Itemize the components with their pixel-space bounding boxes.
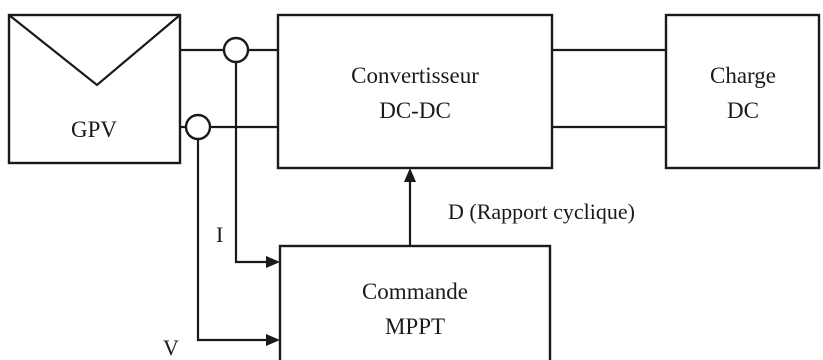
voltage-sense-arrowhead bbox=[266, 334, 280, 346]
voltage-sensor-circle bbox=[184, 113, 212, 141]
converter-label-line2: DC-DC bbox=[379, 98, 451, 123]
mppt-label-line1: Commande bbox=[362, 279, 468, 304]
duty-cycle-arrowhead bbox=[404, 168, 416, 182]
load-label-line1: Charge bbox=[710, 63, 776, 88]
load-block bbox=[664, 13, 821, 170]
duty-cycle-label: D (Rapport cyclique) bbox=[448, 199, 635, 224]
current-sense-arrowhead bbox=[266, 256, 280, 268]
converter-label-line1: Convertisseur bbox=[351, 63, 479, 88]
current-label: I bbox=[216, 222, 223, 247]
converter-block bbox=[276, 13, 554, 170]
current-sense-line bbox=[234, 50, 270, 264]
voltage-sense-line bbox=[196, 127, 270, 342]
voltage-label: V bbox=[163, 335, 179, 360]
pv-panel-icon bbox=[8, 14, 181, 87]
gpv-label: GPV bbox=[71, 117, 117, 142]
current-sensor-circle bbox=[222, 36, 250, 64]
mppt-block bbox=[278, 244, 552, 360]
load-label-line2: DC bbox=[727, 98, 759, 123]
mppt-label-line2: MPPT bbox=[385, 314, 445, 339]
